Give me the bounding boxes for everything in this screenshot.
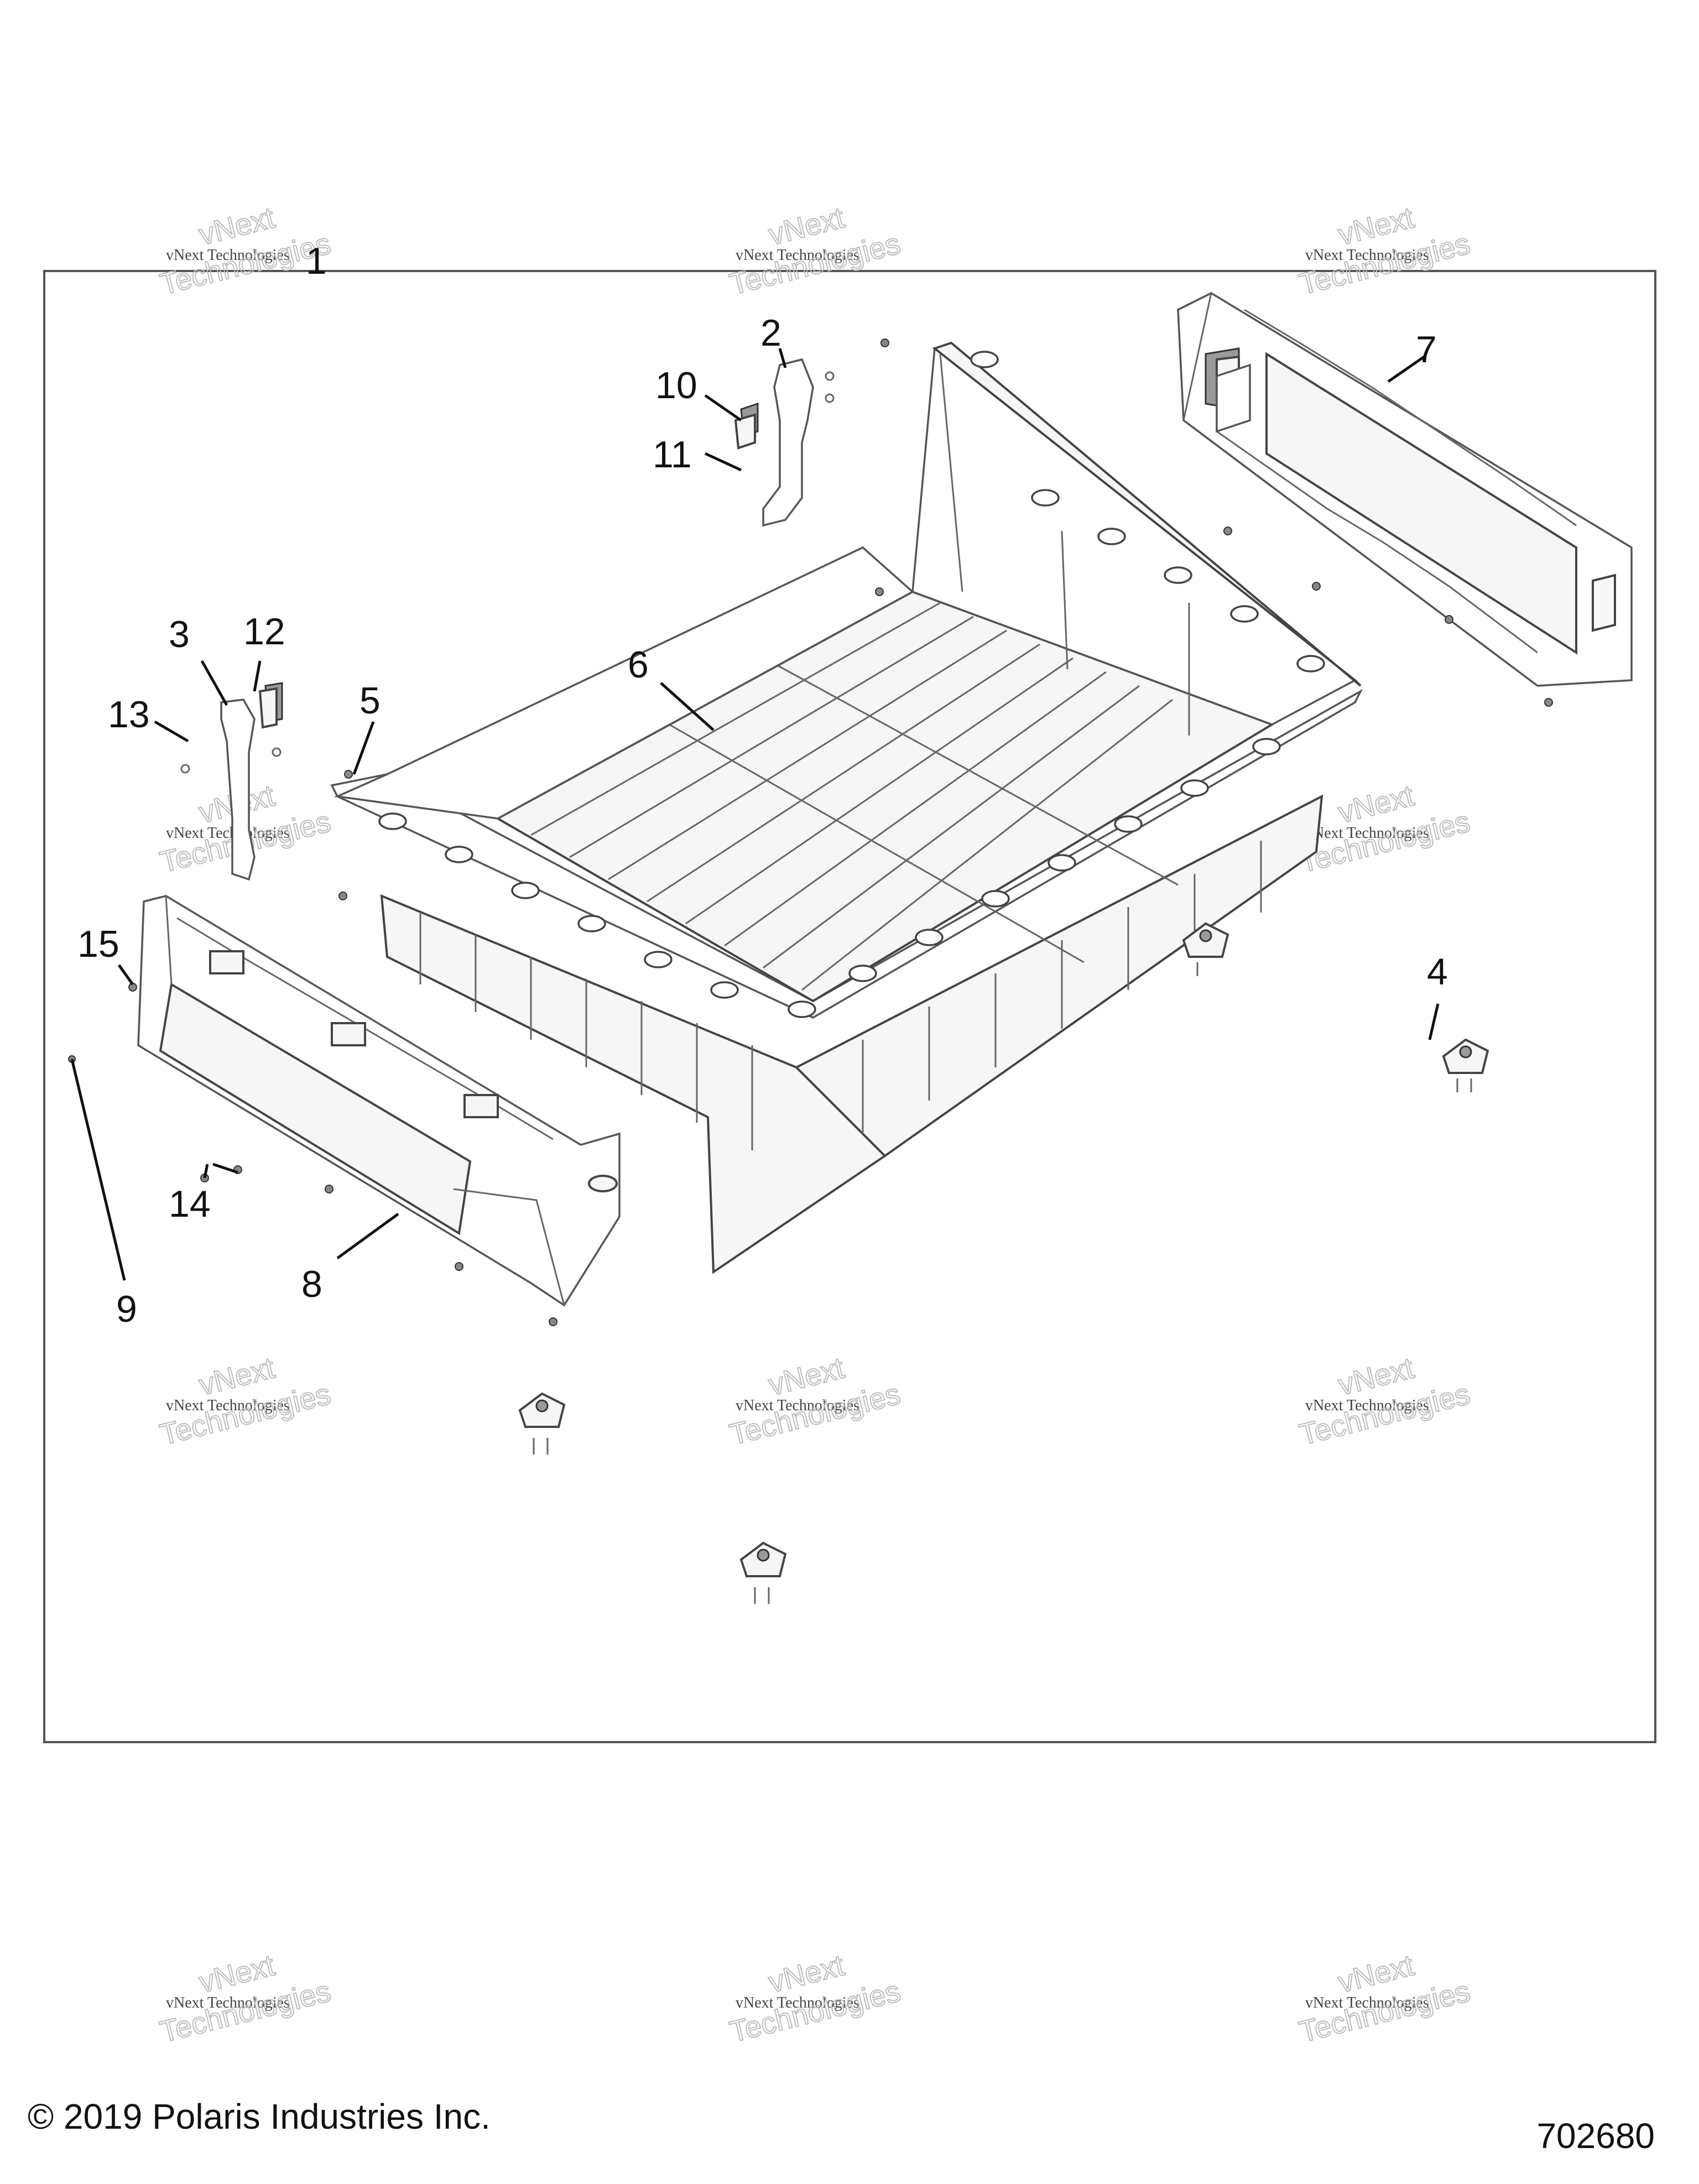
watermark-line1: vNext Technologies — [166, 825, 290, 842]
callout-10: 10 — [655, 364, 697, 406]
watermark: vNext Technologies vNext Technologies — [1295, 1948, 1473, 2049]
callout-1: 1 — [306, 240, 327, 282]
callout-6: 6 — [628, 644, 649, 686]
copyright-notice: © 2019 Polaris Industries Inc. — [28, 2097, 491, 2136]
figure-number: 702680 — [1536, 2116, 1655, 2156]
watermark-line1: vNext Technologies — [1305, 825, 1429, 842]
callout-8: 8 — [301, 1263, 322, 1305]
callout-13: 13 — [108, 694, 150, 736]
callout-15: 15 — [77, 923, 119, 965]
watermark: vNext Technologies vNext Technologies — [156, 1948, 334, 2049]
callout-5: 5 — [359, 680, 381, 722]
latch-bracket-left — [180, 682, 283, 881]
callout-14: 14 — [169, 1183, 211, 1225]
watermark-line1: vNext Technologies — [166, 1994, 290, 2011]
watermark-line1: vNext Technologies — [1305, 1397, 1429, 1414]
callouts: 1 2 10 11 3 12 13 5 6 7 4 15 14 8 9 — [77, 240, 1448, 1330]
watermark: vNext Technologies vNext Technologies — [726, 1948, 904, 2049]
tailgate — [137, 895, 621, 1307]
rear-panel — [1177, 292, 1633, 687]
watermark-line1: vNext Technologies — [736, 247, 859, 264]
callout-2: 2 — [760, 312, 781, 354]
watermark-line1: vNext Technologies — [166, 247, 290, 264]
tie-down-anchor — [1442, 1038, 1489, 1092]
watermark: vNext Technologies vNext Technologies — [1295, 1351, 1473, 1452]
latch-bracket-right — [734, 358, 835, 527]
tie-down-anchor — [739, 1541, 787, 1604]
cargo-box — [330, 341, 1363, 1274]
watermark-line1: vNext Technologies — [1305, 247, 1429, 264]
watermark: vNext Technologies vNext Technologies — [726, 1351, 904, 1452]
fasteners — [68, 338, 1553, 1326]
tie-down-anchor — [518, 1392, 566, 1455]
watermark-line1: vNext Technologies — [736, 1397, 859, 1414]
callout-3: 3 — [169, 613, 190, 655]
watermark: vNext Technologies vNext Technologies — [1295, 200, 1473, 301]
tie-down-anchors — [518, 922, 1489, 1604]
tie-down-anchor — [1182, 922, 1229, 976]
callout-7: 7 — [1416, 329, 1437, 371]
callout-12: 12 — [243, 611, 285, 653]
watermark-line1: vNext Technologies — [736, 1994, 859, 2011]
watermark-line1: vNext Technologies — [166, 1397, 290, 1414]
watermark-line1: vNext Technologies — [1305, 1994, 1429, 2011]
callout-4: 4 — [1427, 951, 1448, 993]
callout-9: 9 — [116, 1288, 137, 1330]
leader-lines — [70, 348, 1440, 1281]
watermark: vNext Technologies vNext Technologies — [156, 1351, 334, 1452]
watermark: vNext Technologies vNext Technologies — [726, 200, 904, 301]
diagram-frame — [43, 270, 1656, 1743]
callout-11: 11 — [653, 434, 692, 476]
watermark: vNext Technologies vNext Technologies — [1295, 778, 1473, 879]
